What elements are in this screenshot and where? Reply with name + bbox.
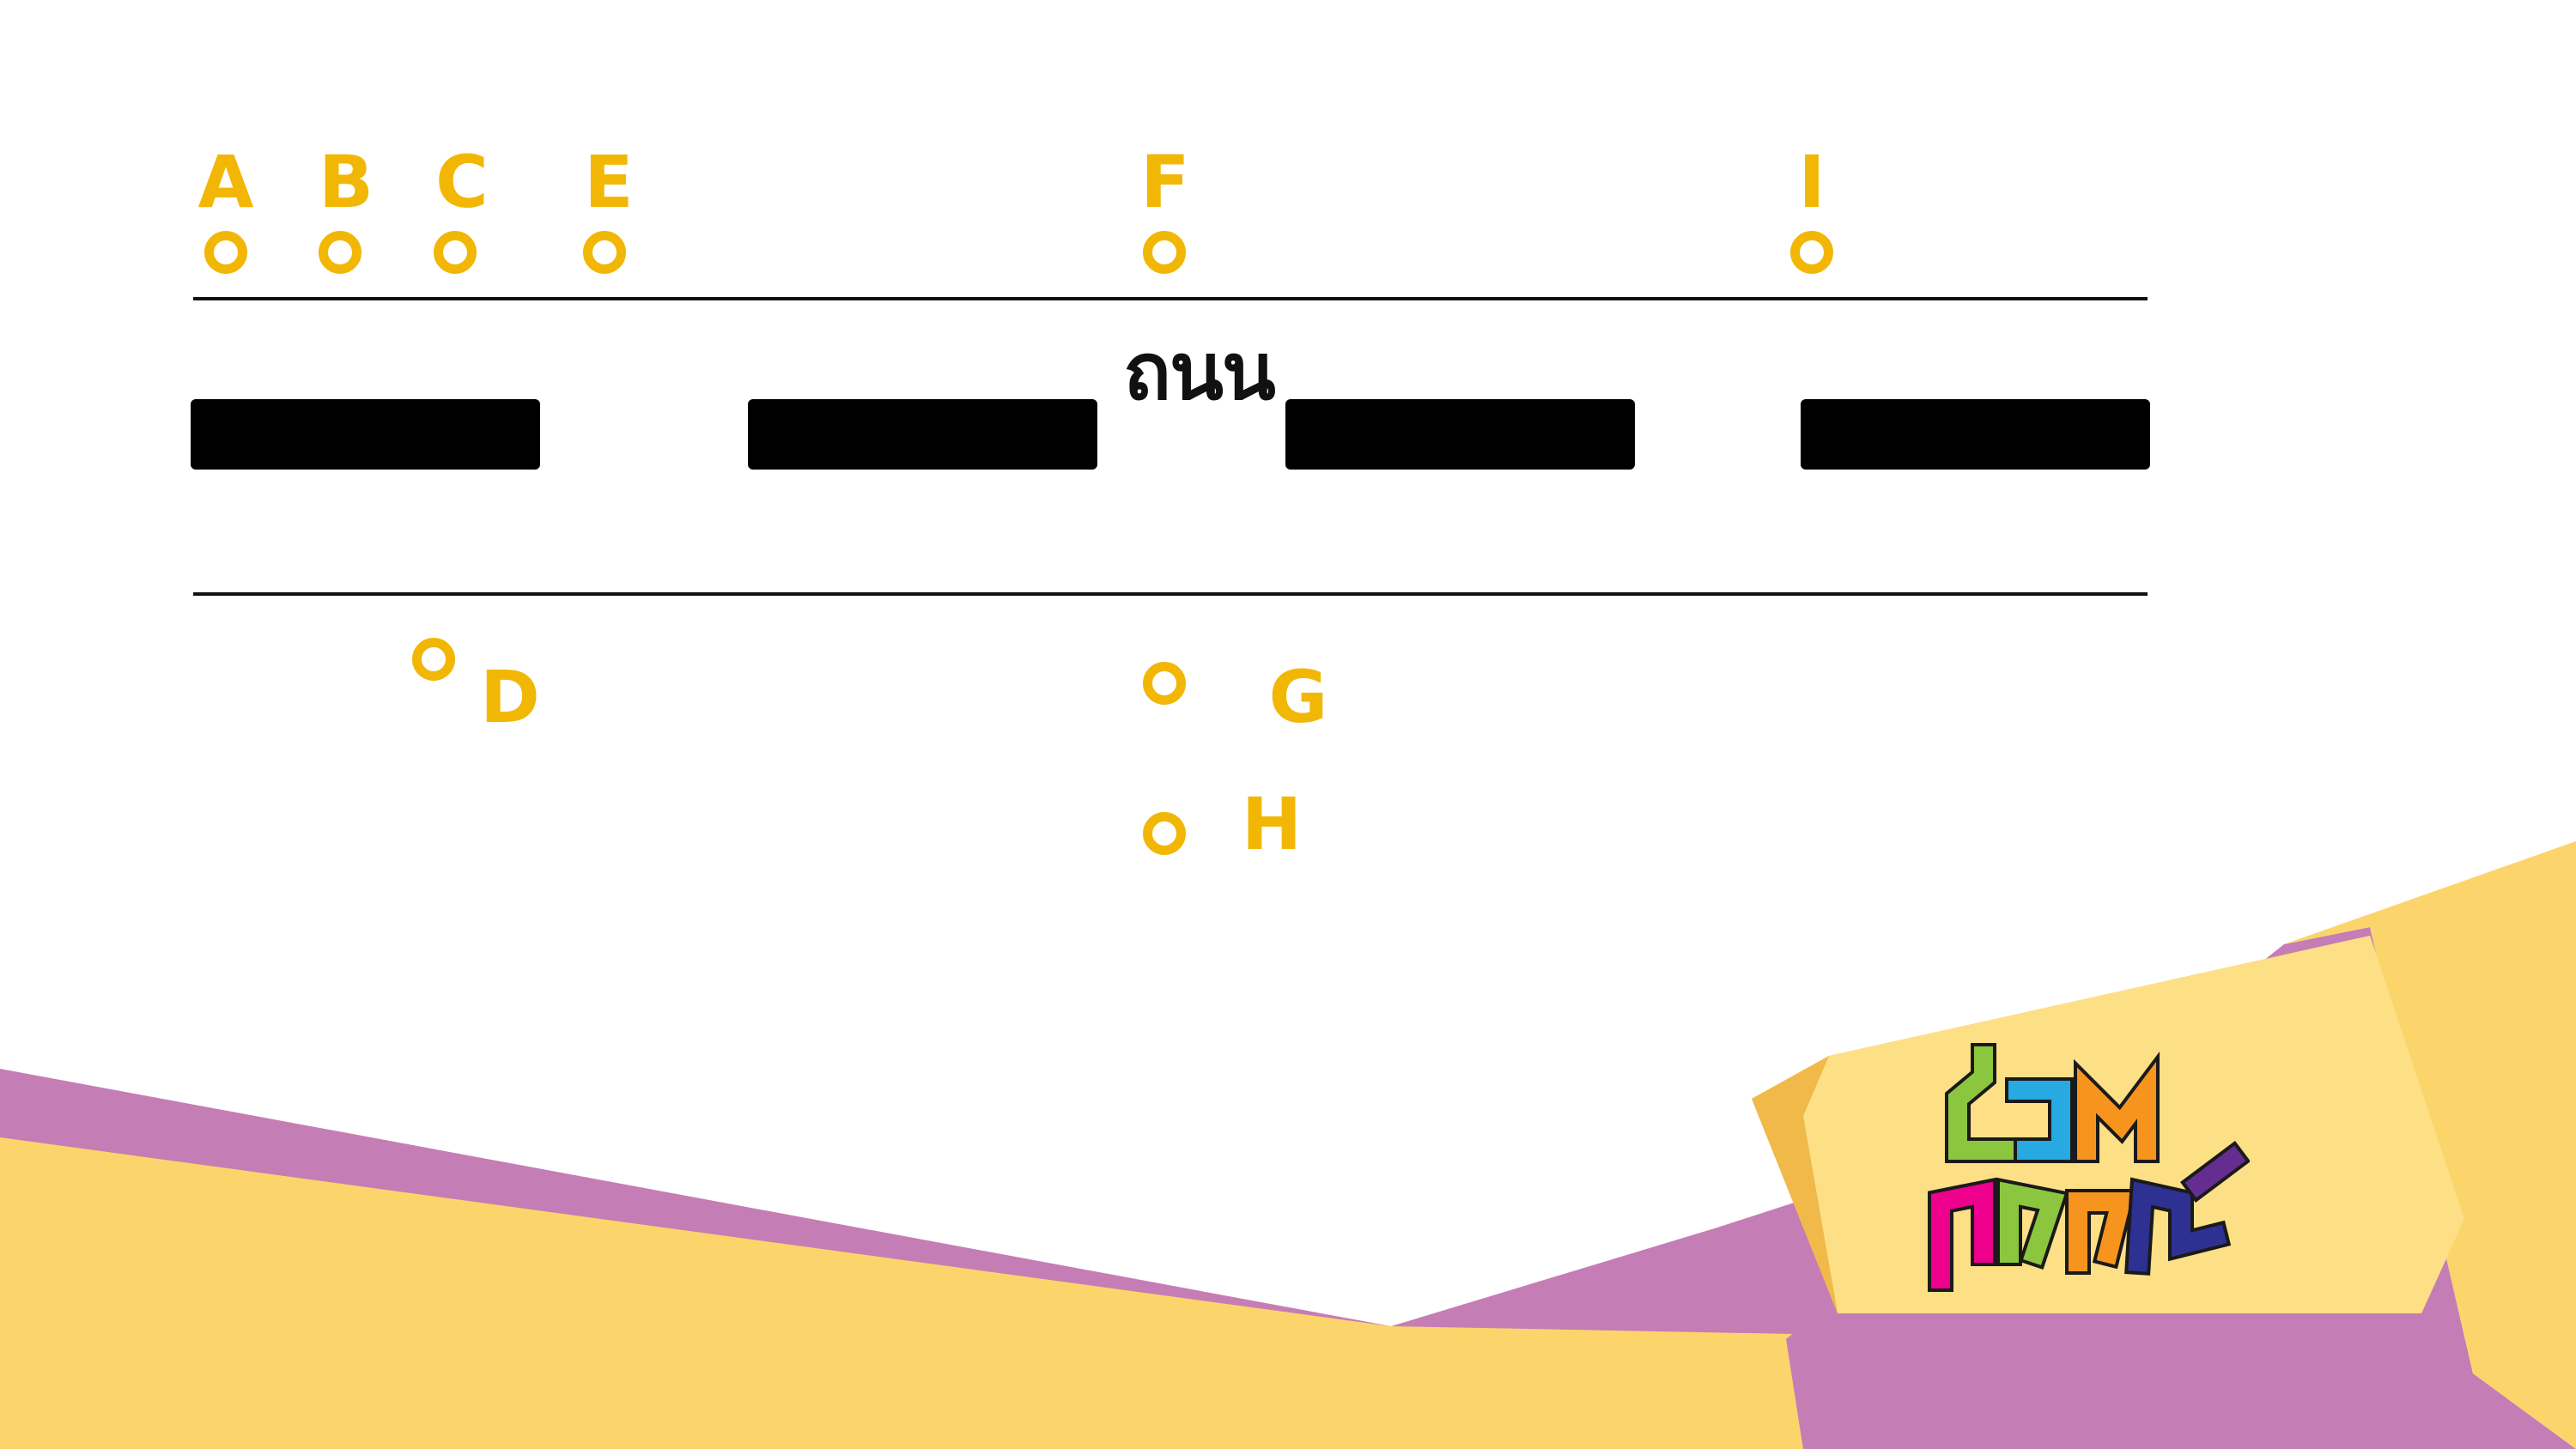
yellow-tag-fold [1752,1056,1838,1313]
point-b-label: B [318,140,374,224]
point-e-marker [583,231,626,274]
point-a-marker [204,231,247,274]
point-h-marker [1143,812,1186,855]
point-g-label: G [1268,655,1328,739]
road-label: ถนน [1123,325,1275,418]
point-b-marker [319,231,361,274]
point-c-label: C [435,140,489,224]
lane-bar [191,399,540,470]
point-a-label: A [197,140,254,224]
road-edge-bottom [193,592,2148,596]
sonsart-logo [1928,1043,2250,1292]
lane-bar [1801,399,2150,470]
point-h-label: H [1241,782,1303,866]
road-edge-top [193,297,2148,300]
point-d-label: D [480,655,540,739]
point-g-marker [1143,662,1186,705]
point-f-marker [1143,231,1186,274]
point-c-marker [434,231,477,274]
point-e-label: E [584,140,634,224]
point-i-marker [1790,231,1833,274]
lane-bar [748,399,1097,470]
point-f-label: F [1140,140,1190,224]
point-d-marker [412,638,455,681]
point-i-label: I [1798,140,1826,224]
lane-bar [1285,399,1635,470]
